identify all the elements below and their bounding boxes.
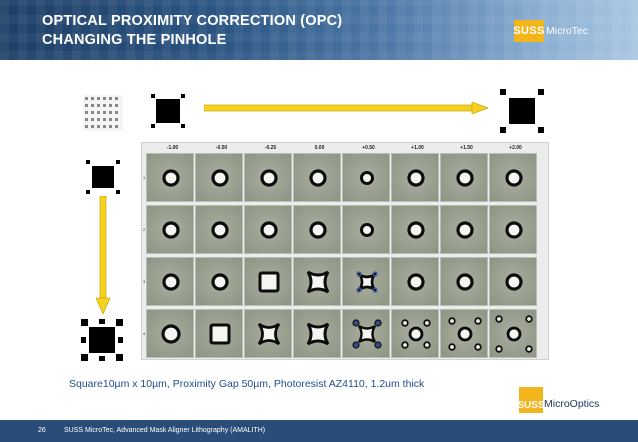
micrograph-cell bbox=[489, 153, 537, 202]
micrograph-image bbox=[360, 223, 374, 237]
micrograph-image bbox=[448, 317, 482, 351]
micrograph-cell bbox=[440, 257, 488, 306]
micrograph-image bbox=[401, 319, 431, 349]
micrograph-cell bbox=[195, 257, 243, 306]
micrograph-image bbox=[260, 169, 278, 187]
slide-title: OPTICAL PROXIMITY CORRECTION (OPC) CHANG… bbox=[42, 12, 342, 50]
column-header: +1.50 bbox=[460, 145, 473, 151]
micrograph-cell bbox=[342, 205, 390, 254]
micrograph-image bbox=[456, 169, 474, 187]
micrograph-cell bbox=[146, 205, 194, 254]
micrograph-cell bbox=[440, 309, 488, 358]
micrograph-cell bbox=[195, 205, 243, 254]
square-far-serifs-icon bbox=[500, 89, 544, 133]
micrograph-image bbox=[309, 221, 327, 239]
micrograph-image bbox=[505, 221, 523, 239]
logo-box: SUSS bbox=[513, 20, 544, 42]
micrograph-cell bbox=[293, 309, 341, 358]
micrograph-image bbox=[306, 322, 330, 346]
arrow-down-icon bbox=[96, 196, 110, 314]
micrograph-image bbox=[505, 273, 523, 291]
title-line-2: CHANGING THE PINHOLE bbox=[42, 32, 227, 48]
row-label: 2 bbox=[143, 227, 146, 232]
micrograph-image bbox=[456, 221, 474, 239]
micrograph-image bbox=[209, 323, 231, 345]
micrograph-cell bbox=[391, 257, 439, 306]
micrograph-image bbox=[162, 221, 180, 239]
micrograph-cell bbox=[195, 309, 243, 358]
micrograph-image bbox=[352, 319, 382, 349]
micrograph-image bbox=[211, 273, 229, 291]
micrograph-cell bbox=[244, 153, 292, 202]
micrograph-image bbox=[356, 271, 378, 293]
micrograph-grid: -1.00 -0.50 -0.25 0.00 +0.50 +1.00 +1.50… bbox=[141, 142, 549, 360]
mask-thumbnail bbox=[83, 95, 123, 131]
footer-text: SUSS MicroTec, Advanced Mask Aligner Lit… bbox=[64, 427, 266, 434]
micrograph-image bbox=[407, 169, 425, 187]
micrograph-image bbox=[161, 324, 181, 344]
micrograph-cell bbox=[146, 257, 194, 306]
micrograph-image bbox=[456, 273, 474, 291]
micrograph-image bbox=[257, 322, 281, 346]
micrograph-image bbox=[505, 169, 523, 187]
square-left-serifs-icon bbox=[86, 160, 120, 194]
row-label: 1 bbox=[143, 175, 146, 180]
micrograph-cell bbox=[391, 309, 439, 358]
micrograph-image bbox=[211, 221, 229, 239]
micrograph-image bbox=[309, 169, 327, 187]
logo-text: MicroOptics bbox=[544, 398, 600, 410]
column-header: -0.25 bbox=[264, 145, 277, 151]
micrograph-cell bbox=[244, 309, 292, 358]
micrograph-image bbox=[407, 221, 425, 239]
square-large-serifs-icon bbox=[81, 319, 123, 361]
row-label: 4 bbox=[143, 331, 146, 336]
footer-bar bbox=[0, 420, 638, 442]
micrograph-image bbox=[162, 273, 180, 291]
micrograph-image bbox=[162, 169, 180, 187]
square-small-serifs-icon bbox=[151, 94, 185, 128]
micrograph-cell bbox=[293, 205, 341, 254]
logo-text: MicroTec bbox=[546, 25, 589, 37]
figure-caption: Square10µm x 10µm, Proximity Gap 50µm, P… bbox=[69, 378, 425, 390]
micrograph-cell bbox=[342, 257, 390, 306]
micrograph-cell bbox=[342, 309, 390, 358]
logo-box: SUSS bbox=[517, 387, 545, 413]
page-number: 26 bbox=[38, 427, 46, 434]
column-header: 0.00 bbox=[314, 145, 325, 151]
micrograph-cell bbox=[146, 153, 194, 202]
micrograph-cell bbox=[391, 153, 439, 202]
micrograph-cell bbox=[440, 205, 488, 254]
header-banner: OPTICAL PROXIMITY CORRECTION (OPC) CHANG… bbox=[0, 0, 638, 60]
column-header: +2.00 bbox=[509, 145, 522, 151]
column-header: +1.00 bbox=[411, 145, 424, 151]
micrograph-cell bbox=[489, 205, 537, 254]
row-label: 3 bbox=[143, 279, 146, 284]
micrograph-image bbox=[407, 273, 425, 291]
arrow-right-icon bbox=[204, 102, 488, 114]
suss-microoptics-logo: SUSS MicroOptics bbox=[517, 387, 600, 413]
micrograph-cell bbox=[293, 153, 341, 202]
suss-microtec-logo: SUSS MicroTec bbox=[513, 20, 589, 42]
micrograph-cell bbox=[440, 153, 488, 202]
title-line-1: OPTICAL PROXIMITY CORRECTION (OPC) bbox=[42, 13, 343, 29]
micrograph-cell bbox=[146, 309, 194, 358]
micrograph-cell bbox=[195, 153, 243, 202]
column-header: -1.00 bbox=[166, 145, 179, 151]
micrograph-image bbox=[495, 315, 533, 353]
column-header: +0.50 bbox=[362, 145, 375, 151]
micrograph-cell bbox=[391, 205, 439, 254]
micrograph-image bbox=[258, 271, 280, 293]
micrograph-cell bbox=[342, 153, 390, 202]
micrograph-image bbox=[260, 221, 278, 239]
column-header: -0.50 bbox=[215, 145, 228, 151]
micrograph-cell bbox=[293, 257, 341, 306]
micrograph-cell bbox=[244, 205, 292, 254]
micrograph-cell bbox=[489, 257, 537, 306]
micrograph-image bbox=[306, 270, 330, 294]
micrograph-cell bbox=[244, 257, 292, 306]
micrograph-image bbox=[360, 171, 374, 185]
micrograph-image bbox=[211, 169, 229, 187]
micrograph-cell bbox=[489, 309, 537, 358]
